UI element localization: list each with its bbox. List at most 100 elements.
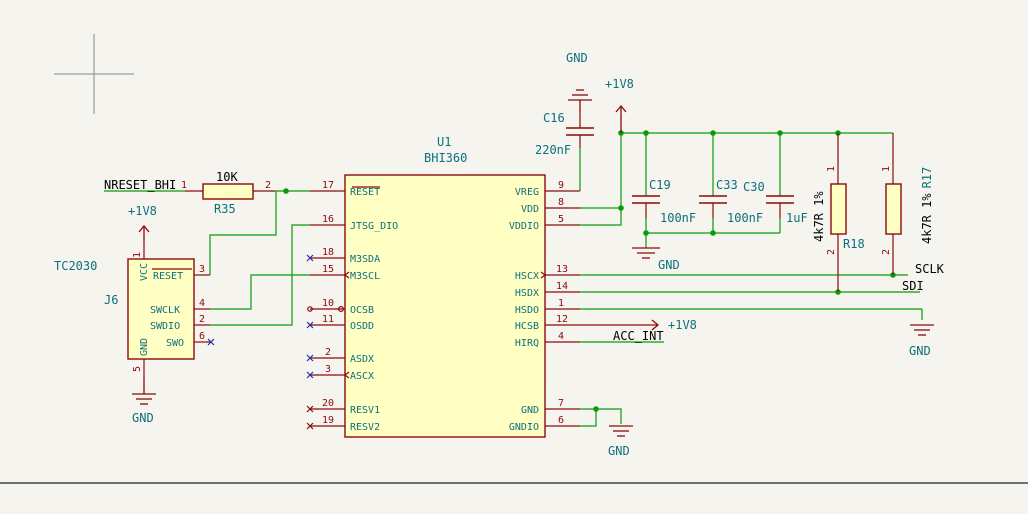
u1-pin-name: VDD: [521, 204, 539, 215]
r17-ref: R17: [920, 167, 934, 189]
r18-pin-number: 1: [826, 166, 837, 172]
u1-pin-name: JTSG_DIO: [350, 221, 398, 232]
r17-value: 4k7R 1%: [920, 193, 934, 244]
hsdo-gnd-label: GND: [909, 344, 931, 358]
r35-ref: R35: [214, 202, 236, 216]
u1-pin-number: 18: [322, 247, 334, 258]
cap-bank-gnd-label: GND: [658, 258, 680, 272]
u1-hscx-clock-marker: [540, 271, 546, 279]
c33-ref: C33: [716, 178, 738, 192]
u1-pin-number: 1: [558, 298, 564, 309]
u1-value: BHI360: [424, 151, 467, 165]
wires-left: [209, 190, 310, 326]
net-label-sclk[interactable]: SCLK: [915, 262, 945, 276]
u1-pin-name: RESV1: [350, 405, 380, 416]
cap-bank-gnd-symbol: [632, 247, 660, 259]
net-label-sdi[interactable]: SDI: [902, 279, 924, 293]
crosshair-cursor-icon: [54, 34, 134, 114]
u1-right-pins: [545, 190, 580, 427]
net-label-acc-int[interactable]: ACC_INT: [613, 329, 664, 343]
u1-pin-name: M3SCL: [350, 271, 380, 282]
j6-pin-name: SWCLK: [150, 305, 180, 316]
j6-vcc-power-symbol: [138, 224, 150, 242]
u1-pin-name: VDDIO: [509, 221, 539, 232]
j6-pin-number: 4: [199, 298, 205, 309]
u1-pin-number: 6: [558, 415, 564, 426]
u1-pin-name: ASCX: [350, 371, 374, 382]
r17-value-and-ref: 4k7R 1% R17: [920, 167, 934, 244]
c16-value: 220nF: [535, 143, 571, 157]
u1-bhi360-symbol[interactable]: U1 BHI360 RESET JTSG_DIO M3SDA M3SCL OCS…: [310, 135, 580, 438]
u1-pin-number: 9: [558, 180, 564, 191]
j6-pin-number: 3: [199, 264, 205, 275]
u1-pin-number: 5: [558, 214, 564, 225]
j6-pin-number: 6: [199, 331, 205, 342]
u1-ocsb-invert-marker: [338, 306, 345, 313]
u1-pin-name: HSDX: [515, 288, 539, 299]
u1-pin-name: OCSB: [350, 305, 374, 316]
u1-pin-name: GNDIO: [509, 422, 539, 433]
c16-gnd-label: GND: [566, 51, 588, 65]
junction-dots-right: [593, 130, 896, 412]
u1-pin-name: GND: [521, 405, 539, 416]
u1-pin-number: 20: [322, 398, 334, 409]
u1-pin-number: 14: [556, 281, 568, 292]
u1-pin-number: 13: [556, 264, 568, 275]
j6-pin-name: GND: [139, 338, 150, 356]
r18-ref: R18: [843, 237, 865, 251]
u1-gnd-symbol: [609, 425, 633, 437]
u1-ref: U1: [437, 135, 451, 149]
u1-pin-name: HSCX: [515, 271, 539, 282]
c16-gnd-symbol: [568, 89, 592, 112]
c30-value: 1uF: [786, 211, 808, 225]
j6-value: TC2030: [54, 259, 97, 273]
j6-pins: [143, 242, 210, 378]
j6-pin-name: RESET: [153, 271, 183, 282]
u1-pin-number: 12: [556, 314, 568, 325]
c19-value: 100nF: [660, 211, 696, 225]
wires-right: [579, 132, 923, 427]
hcsb-1v8-power-symbol: [580, 319, 660, 331]
junction-dot: [283, 188, 289, 194]
u1-pin-number: 3: [325, 364, 331, 375]
c30-capacitor[interactable]: C30 1uF: [743, 180, 808, 225]
c19-ref: C19: [649, 178, 671, 192]
c33-capacitor[interactable]: C33 100nF: [699, 178, 763, 225]
u1-pin-number: 16: [322, 214, 334, 225]
r17-resistor[interactable]: 1 2 4k7R 1%R17: [881, 133, 934, 275]
r18-resistor[interactable]: 1 2 4k7R 1% R18: [812, 133, 865, 292]
u1-pin-number: 17: [322, 180, 334, 191]
j6-pin-name: VCC: [139, 263, 150, 281]
u1-pin-number: 10: [322, 298, 334, 309]
r35-pin-number: 1: [181, 180, 187, 191]
c16-capacitor[interactable]: C16 220nF: [535, 111, 594, 157]
r35-resistor[interactable]: 10K R35 1 2: [181, 170, 275, 216]
vdd-1v8-power-symbol: [615, 104, 627, 133]
j6-pin-number: 2: [199, 314, 205, 325]
j6-tc2030-connector[interactable]: TC2030 J6 VCC RESET SWCLK SWDIO SWO GND …: [54, 242, 210, 378]
no-connect-markers: [207, 254, 314, 379]
u1-unused-pin-markers: [306, 306, 314, 430]
r17-pin-number: 2: [881, 249, 892, 255]
j6-pin-name: SWDIO: [150, 321, 180, 332]
c19-capacitor[interactable]: C19 100nF: [632, 178, 696, 225]
u1-pin-name: OSDD: [350, 321, 374, 332]
r18-value: 4k7R 1%: [812, 191, 826, 242]
u1-pin-number: 19: [322, 415, 334, 426]
u1-gnd-label: GND: [608, 444, 630, 458]
net-label-nreset[interactable]: NRESET_BHI: [104, 178, 176, 192]
r35-pin-number: 2: [265, 180, 271, 191]
u1-pin-number: 4: [558, 331, 564, 342]
j6-gnd-symbol: [132, 378, 156, 405]
u1-pin-number: 11: [322, 314, 334, 325]
hcsb-1v8-label: +1V8: [668, 318, 697, 332]
u1-m3scl-clock-marker: [344, 271, 350, 279]
u1-pin-name: HCSB: [515, 321, 539, 332]
j6-gnd-label: GND: [132, 411, 154, 425]
j6-vcc-power-label: +1V8: [128, 204, 157, 218]
j6-pin-name: SWO: [166, 338, 184, 349]
j6-pin-number: 1: [132, 252, 143, 258]
u1-left-pins: [310, 190, 345, 427]
u1-pin-name: HSDO: [515, 305, 539, 316]
